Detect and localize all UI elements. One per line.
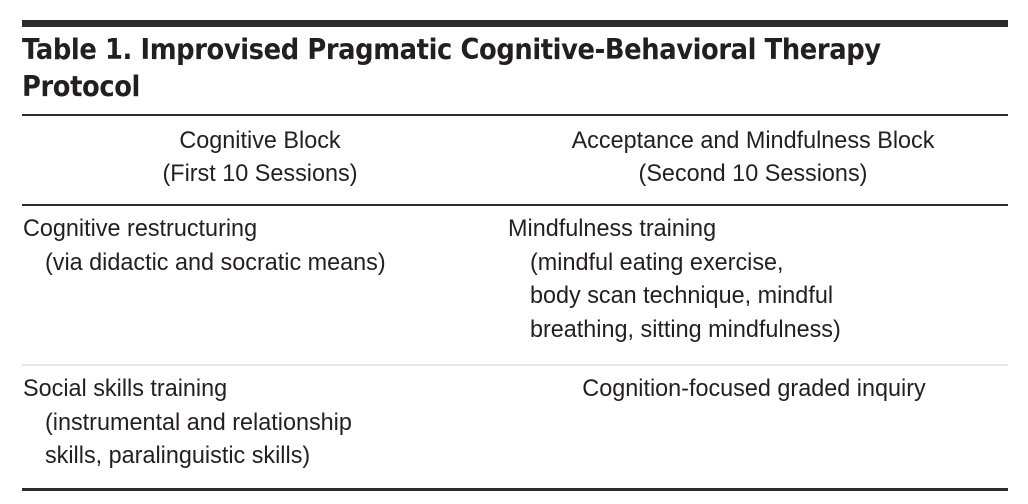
table-title-line-2: Protocol — [22, 70, 140, 103]
column-header-line-2: (First 10 Sessions) — [162, 160, 358, 187]
rule-under-header — [22, 204, 1008, 206]
table-cell-social-skills-training: Social skills training (instrumental and… — [22, 372, 490, 473]
cell-text-block: Cognitive restructuring (via didactic an… — [23, 212, 469, 279]
cell-line: (via didactic and socratic means) — [44, 248, 386, 276]
cell-line: body scan technique, mindful — [529, 282, 833, 309]
column-header-acceptance-mindfulness-block: Acceptance and Mindfulness Block (Second… — [509, 124, 996, 190]
table-cell-cognitive-restructuring: Cognitive restructuring (via didactic an… — [22, 212, 490, 346]
cell-text-block: Mindfulness training (mindful eating exe… — [508, 212, 986, 346]
column-header-cognitive-block: Cognitive Block (First 10 Sessions) — [33, 124, 488, 190]
cell-line: (instrumental and relationship — [44, 408, 352, 436]
table-row: Social skills training (instrumental and… — [22, 372, 1008, 473]
column-header-line-1: Cognitive Block — [179, 127, 341, 154]
cell-text-block: Social skills training (instrumental and… — [23, 372, 469, 473]
table-bottom-rule — [22, 488, 1008, 491]
cell-line: (mindful eating exercise, — [529, 248, 784, 276]
cell-line: breathing, sitting mindfulness) — [529, 315, 841, 343]
cell-line: Social skills training — [23, 375, 228, 402]
table-title: Table 1. Improvised Pragmatic Cognitive-… — [22, 31, 920, 105]
column-header-line-1: Acceptance and Mindfulness Block — [571, 127, 935, 154]
cell-line: Cognitive restructuring — [23, 215, 258, 242]
cell-line: Mindfulness training — [507, 215, 716, 242]
row-separator — [22, 364, 1008, 366]
table-title-line-1: Table 1. Improvised Pragmatic Cognitive-… — [22, 33, 881, 66]
cell-line: Cognition-focused graded inquiry — [582, 375, 926, 402]
table-cell-mindfulness-training: Mindfulness training (mindful eating exe… — [490, 212, 1008, 346]
cell-text-block: Cognition-focused graded inquiry — [519, 372, 989, 406]
table-top-rule — [22, 20, 1008, 27]
column-header-line-2: (Second 10 Sessions) — [638, 160, 868, 187]
rule-under-title — [22, 114, 1008, 116]
table-row: Cognitive restructuring (via didactic an… — [22, 212, 1008, 346]
table-header-row: Cognitive Block (First 10 Sessions) Acce… — [22, 124, 1008, 190]
cell-line: skills, paralinguistic skills) — [44, 442, 311, 469]
table-cell-cognition-focused-graded-inquiry: Cognition-focused graded inquiry — [490, 372, 1008, 473]
